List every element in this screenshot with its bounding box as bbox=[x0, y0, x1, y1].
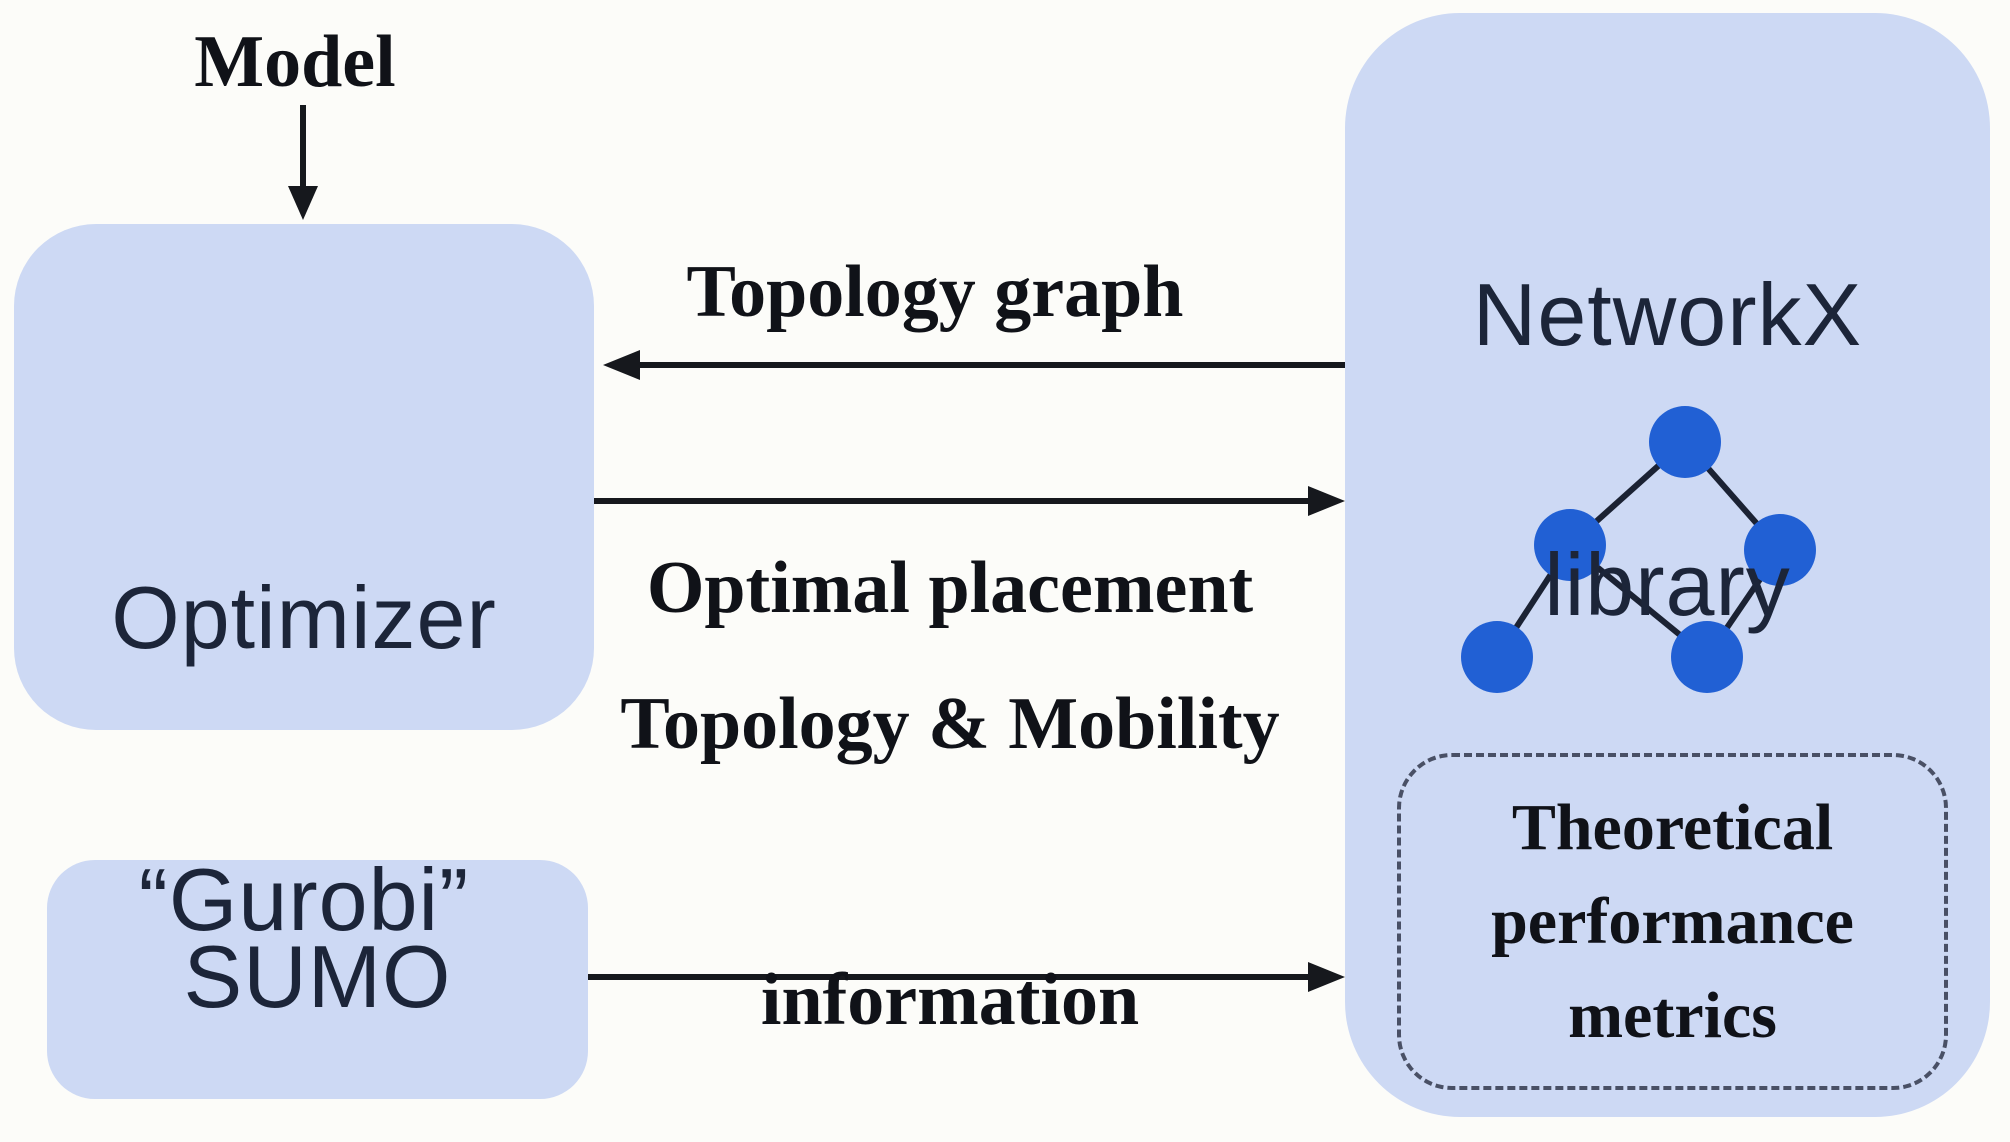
metrics-line-1: Theoretical bbox=[1511, 790, 1834, 864]
networkx-box-label: NetworkX library bbox=[1345, 90, 1990, 810]
networkx-label-line1: NetworkX bbox=[1472, 265, 1863, 364]
sumo-box bbox=[47, 860, 588, 1099]
metrics-line-3: metrics bbox=[1568, 978, 1777, 1052]
theoretical-performance-metrics-box: Theoretical performance metrics bbox=[1397, 753, 1948, 1090]
optimizer-label-line1: Optimizer bbox=[111, 568, 497, 667]
optimizer-label-line2: “Gurobi” bbox=[138, 850, 470, 949]
model-label: Model bbox=[194, 21, 396, 103]
arrow-topology-graph bbox=[603, 350, 1345, 380]
optimal-placement-arrow-label: Optimal placement bbox=[646, 547, 1254, 629]
optimizer-box-label: Optimizer “Gurobi” bbox=[14, 383, 594, 1135]
metrics-line-2: performance bbox=[1491, 884, 1854, 958]
topology-mobility-arrow-label: Topology & Mobility information bbox=[620, 494, 1279, 1142]
topology-graph-arrow-label: Topology graph bbox=[686, 251, 1184, 333]
topology-mobility-line2: information bbox=[760, 959, 1140, 1041]
topology-mobility-line1: Topology & Mobility bbox=[620, 683, 1280, 765]
sumo-box-label: SUMO bbox=[183, 927, 452, 1026]
arrow-model-to-optimizer bbox=[288, 105, 318, 220]
optimizer-gurobi-box bbox=[14, 224, 594, 730]
networkx-label-line2: library bbox=[1544, 535, 1791, 634]
